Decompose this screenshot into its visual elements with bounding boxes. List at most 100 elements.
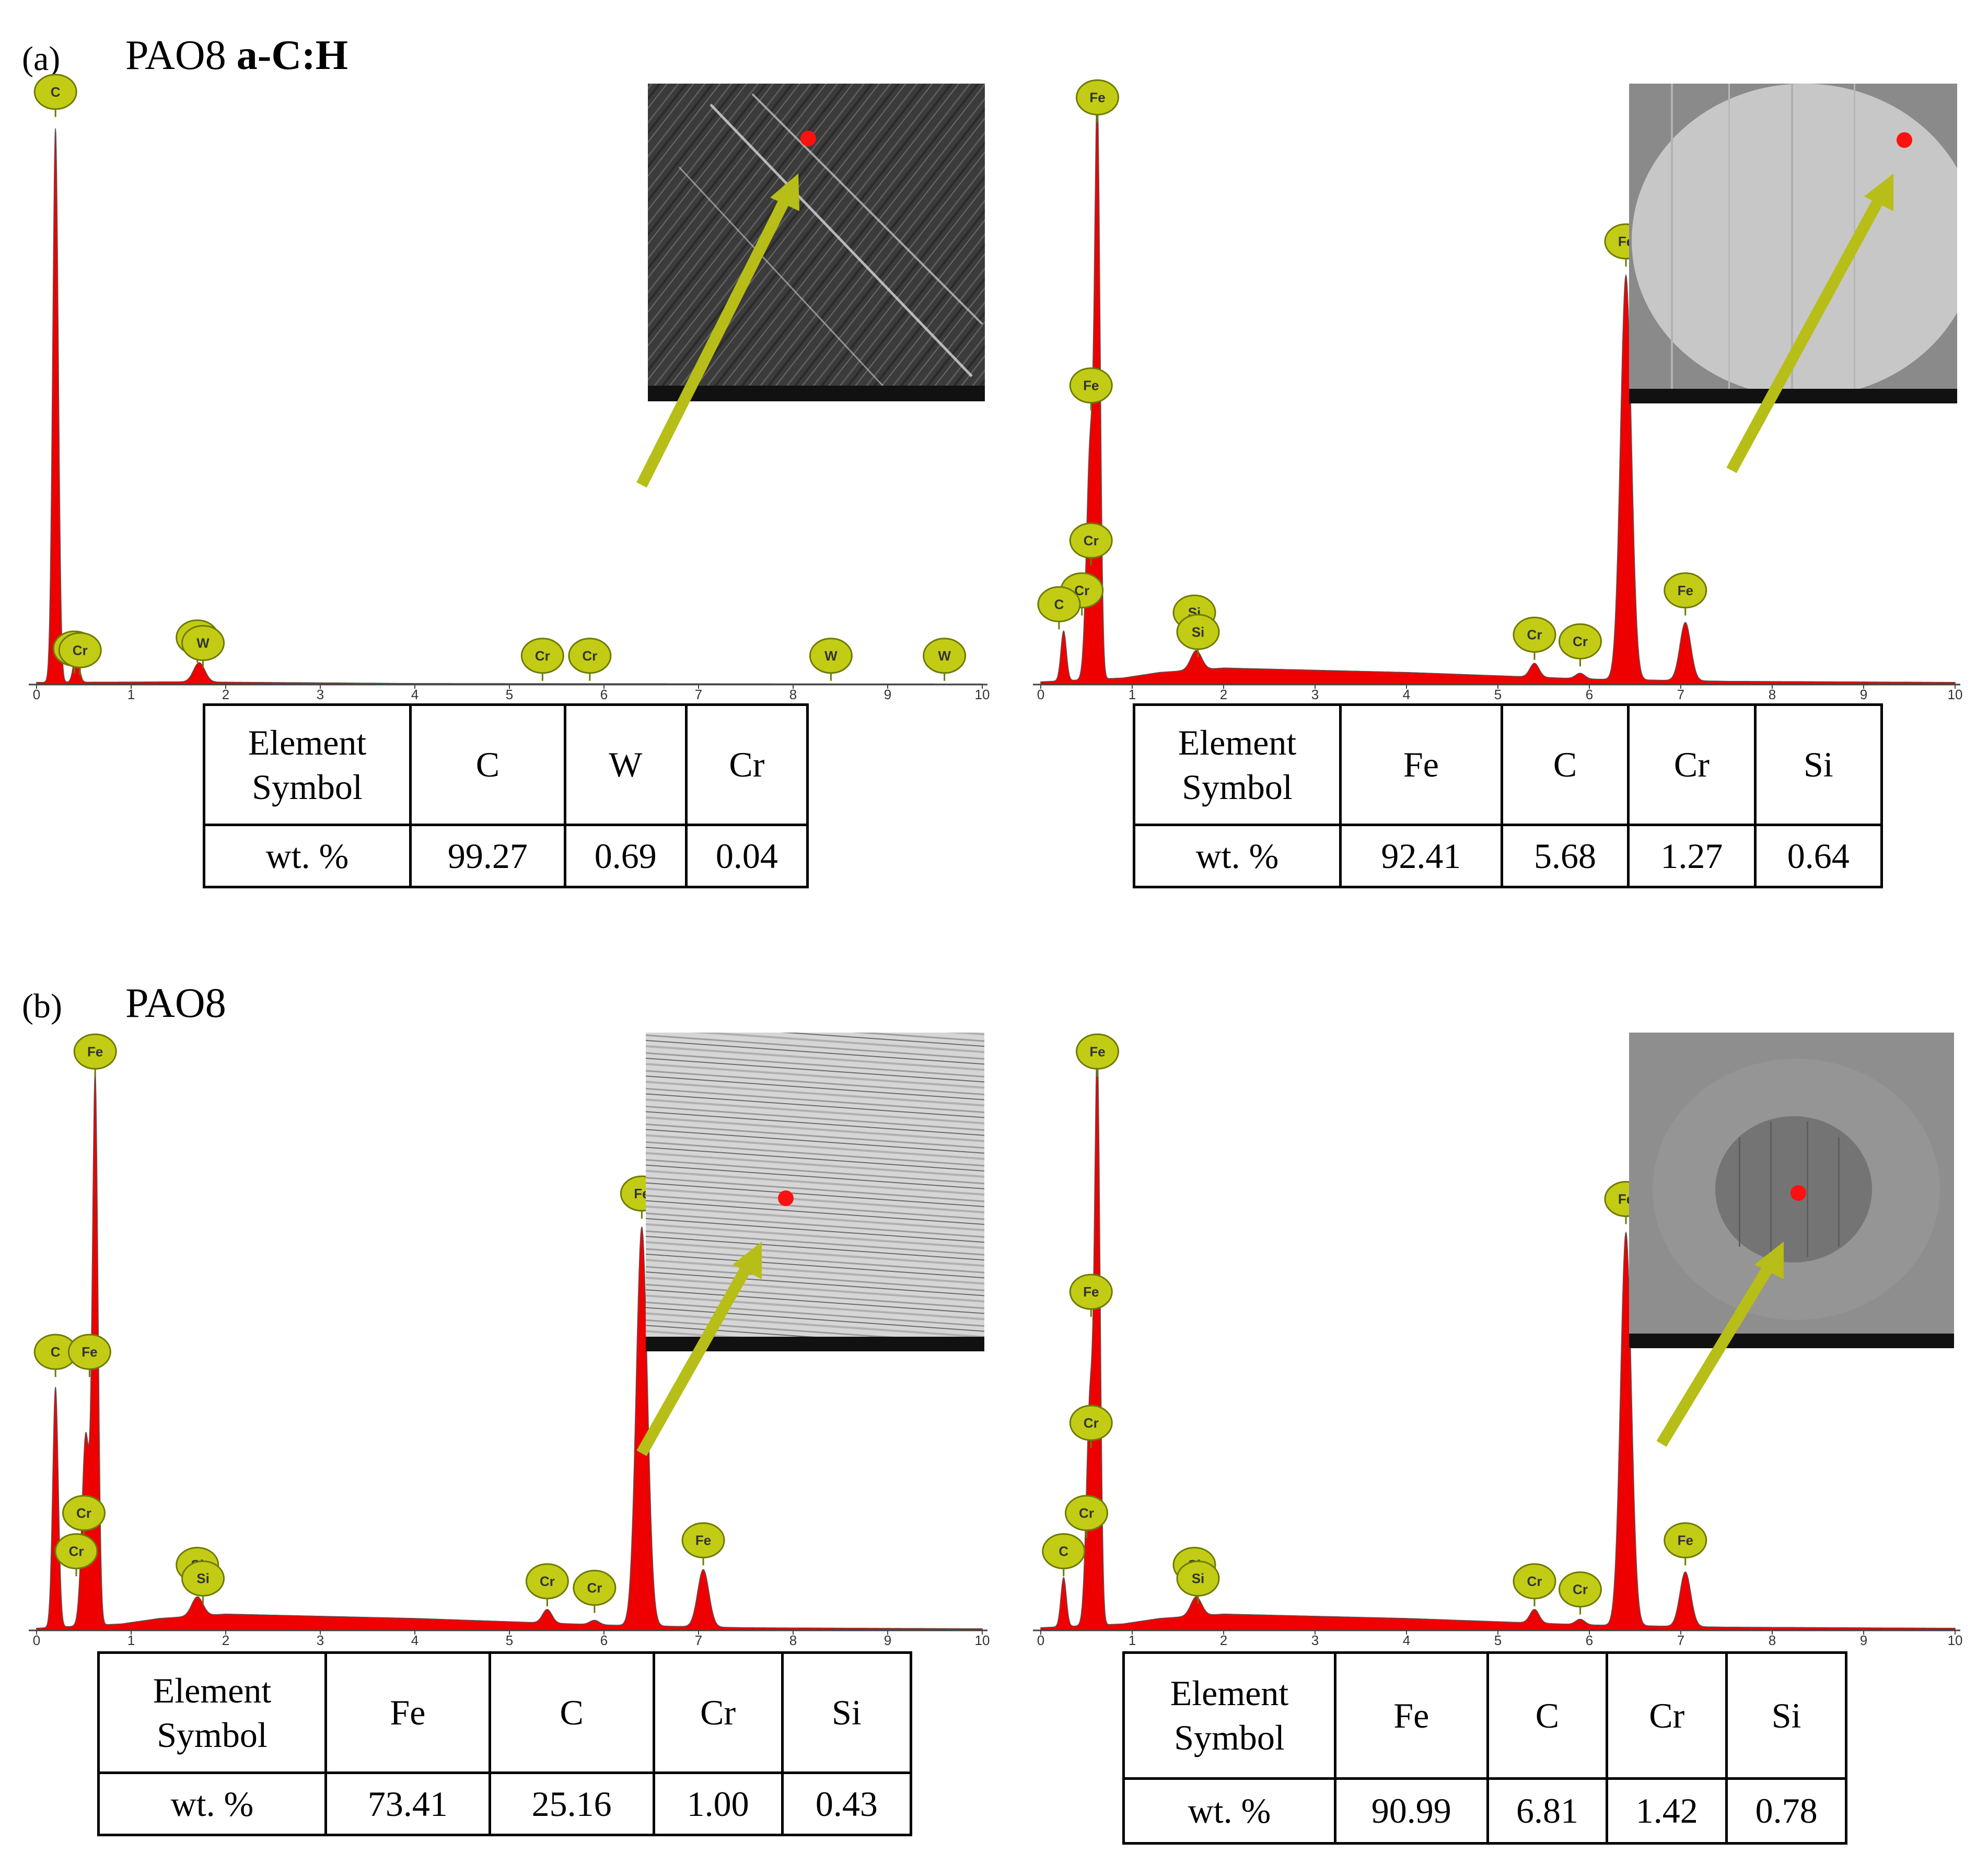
x-tick-label: 10 xyxy=(1948,1632,1963,1648)
value-cell: 99.27 xyxy=(409,824,566,888)
arrow-b-right xyxy=(1656,1242,1784,1447)
value-cell: 0.69 xyxy=(563,824,688,888)
element-badge-c: C xyxy=(1037,586,1081,630)
value-cell: 1.27 xyxy=(1627,824,1757,888)
svg-text:Cr: Cr xyxy=(73,642,88,658)
row-label-cell: wt. % xyxy=(97,1771,327,1836)
svg-text:Fe: Fe xyxy=(1089,89,1105,105)
row-b-label: (b) xyxy=(22,987,62,1025)
sem-image-a-right xyxy=(1629,84,1957,403)
element-badge-w: W xyxy=(181,625,225,668)
x-tick-label: 2 xyxy=(222,687,229,702)
symbol-cell: C xyxy=(409,703,566,827)
element-badge-fe: Fe xyxy=(1069,367,1113,411)
symbol-cell: C xyxy=(488,1651,655,1775)
table-header-cell: Element Symbol xyxy=(1133,703,1342,827)
marker-a-right xyxy=(1897,132,1912,148)
element-badge-cr: Cr xyxy=(520,638,564,681)
svg-text:Cr: Cr xyxy=(1084,532,1099,548)
table-row-values: wt. % 73.41 25.16 1.00 0.43 xyxy=(97,1771,913,1836)
x-tick-label: 5 xyxy=(506,1632,513,1648)
row-a-title: PAO8 a-C:H xyxy=(125,34,348,76)
element-badge-fe: Fe xyxy=(1076,79,1119,123)
value-cell: 5.68 xyxy=(1500,824,1630,888)
svg-text:Si: Si xyxy=(1192,624,1205,640)
eds-spectrum-b-left: 012345678910FeCFeCrCrSiSiCrCrFeFe xyxy=(29,1033,990,1648)
row-a-label: (a) xyxy=(22,40,61,78)
marker-b-left xyxy=(778,1190,794,1206)
x-tick-label: 8 xyxy=(1769,1632,1776,1648)
svg-text:C: C xyxy=(1059,1543,1068,1559)
x-tick-label: 4 xyxy=(1403,687,1410,702)
element-badge-c: C xyxy=(33,74,77,117)
x-tick-label: 8 xyxy=(1769,687,1776,702)
table-row-values: wt. % 92.41 5.68 1.27 0.64 xyxy=(1133,824,1884,888)
x-tick-label: 0 xyxy=(1037,1632,1044,1648)
element-badge-fe: Fe xyxy=(1069,1273,1113,1317)
x-tick-label: 9 xyxy=(1860,1632,1867,1648)
symbol-cell: Fe xyxy=(1334,1651,1489,1780)
element-badge-w: W xyxy=(809,638,853,681)
x-tick-label: 4 xyxy=(411,1632,418,1648)
marker-b-right xyxy=(1791,1185,1806,1201)
svg-text:Cr: Cr xyxy=(1527,1573,1542,1589)
x-tick-label: 9 xyxy=(1860,687,1867,702)
row-a-title-bold: a-C:H xyxy=(236,32,348,78)
x-tick-label: 9 xyxy=(884,687,891,702)
svg-text:Si: Si xyxy=(196,1571,210,1586)
x-tick-label: 7 xyxy=(1677,687,1684,702)
spectrum-area xyxy=(36,1071,983,1631)
table-header-cell: Element Symbol xyxy=(1122,1651,1336,1780)
element-badge-cr: Cr xyxy=(1069,522,1113,566)
row-b-title: PAO8 xyxy=(125,982,226,1024)
element-badge-cr: Cr xyxy=(1513,617,1556,660)
row-label-cell: wt. % xyxy=(203,824,412,888)
svg-text:Cr: Cr xyxy=(582,648,597,664)
table-header-cell: Element Symbol xyxy=(97,1651,327,1775)
symbol-cell: Cr xyxy=(684,703,809,827)
value-cell: 0.64 xyxy=(1753,824,1884,888)
x-tick-label: 8 xyxy=(789,687,797,702)
symbol-cell: Cr xyxy=(1606,1651,1728,1780)
element-badge-fe: Fe xyxy=(1664,572,1707,616)
element-badge-cr: Cr xyxy=(1513,1563,1556,1606)
table-row-symbols: Element Symbol C W Cr xyxy=(203,703,809,827)
symbol-cell: Fe xyxy=(324,1651,491,1775)
composition-table-a-left: Element Symbol C W Cr wt. % 99.27 0.69 0… xyxy=(203,703,809,888)
x-tick-label: 10 xyxy=(975,687,990,702)
value-cell: 1.00 xyxy=(652,1771,784,1836)
element-badge-cr: Cr xyxy=(573,1569,617,1613)
spectrum-area xyxy=(1040,91,1956,685)
x-tick-label: 4 xyxy=(1403,1632,1410,1648)
composition-table-b-left: Element Symbol Fe C Cr Si wt. % 73.41 25… xyxy=(97,1651,913,1836)
table-header-cell: Element Symbol xyxy=(203,703,412,827)
value-cell: 0.43 xyxy=(781,1771,913,1836)
x-tick-label: 2 xyxy=(1220,1632,1227,1648)
element-badge-cr: Cr xyxy=(1069,1405,1113,1448)
svg-text:Cr: Cr xyxy=(1084,1415,1099,1431)
x-tick-label: 5 xyxy=(1494,687,1502,702)
svg-text:Cr: Cr xyxy=(76,1505,91,1521)
arrow-b-left xyxy=(636,1242,762,1456)
value-cell: 25.16 xyxy=(488,1771,655,1836)
x-tick-label: 6 xyxy=(600,1632,608,1648)
svg-text:Si: Si xyxy=(1192,1571,1205,1586)
element-badge-cr: Cr xyxy=(58,632,102,676)
svg-text:Cr: Cr xyxy=(587,1580,602,1595)
svg-text:C: C xyxy=(1054,596,1064,612)
svg-text:Fe: Fe xyxy=(82,1344,97,1360)
table-row-symbols: Element Symbol Fe C Cr Si xyxy=(97,1651,913,1775)
x-tick-label: 7 xyxy=(1677,1632,1684,1648)
svg-text:Cr: Cr xyxy=(1573,633,1588,649)
x-tick-label: 7 xyxy=(695,687,702,702)
svg-text:C: C xyxy=(51,1344,61,1360)
symbol-cell: Cr xyxy=(1627,703,1757,827)
x-tick-label: 6 xyxy=(1586,687,1593,702)
value-cell: 73.41 xyxy=(324,1771,491,1836)
x-tick-label: 5 xyxy=(506,687,513,702)
x-tick-label: 3 xyxy=(1311,1632,1319,1648)
element-badge-fe: Fe xyxy=(1076,1033,1119,1077)
element-badge-fe: Fe xyxy=(73,1033,117,1077)
